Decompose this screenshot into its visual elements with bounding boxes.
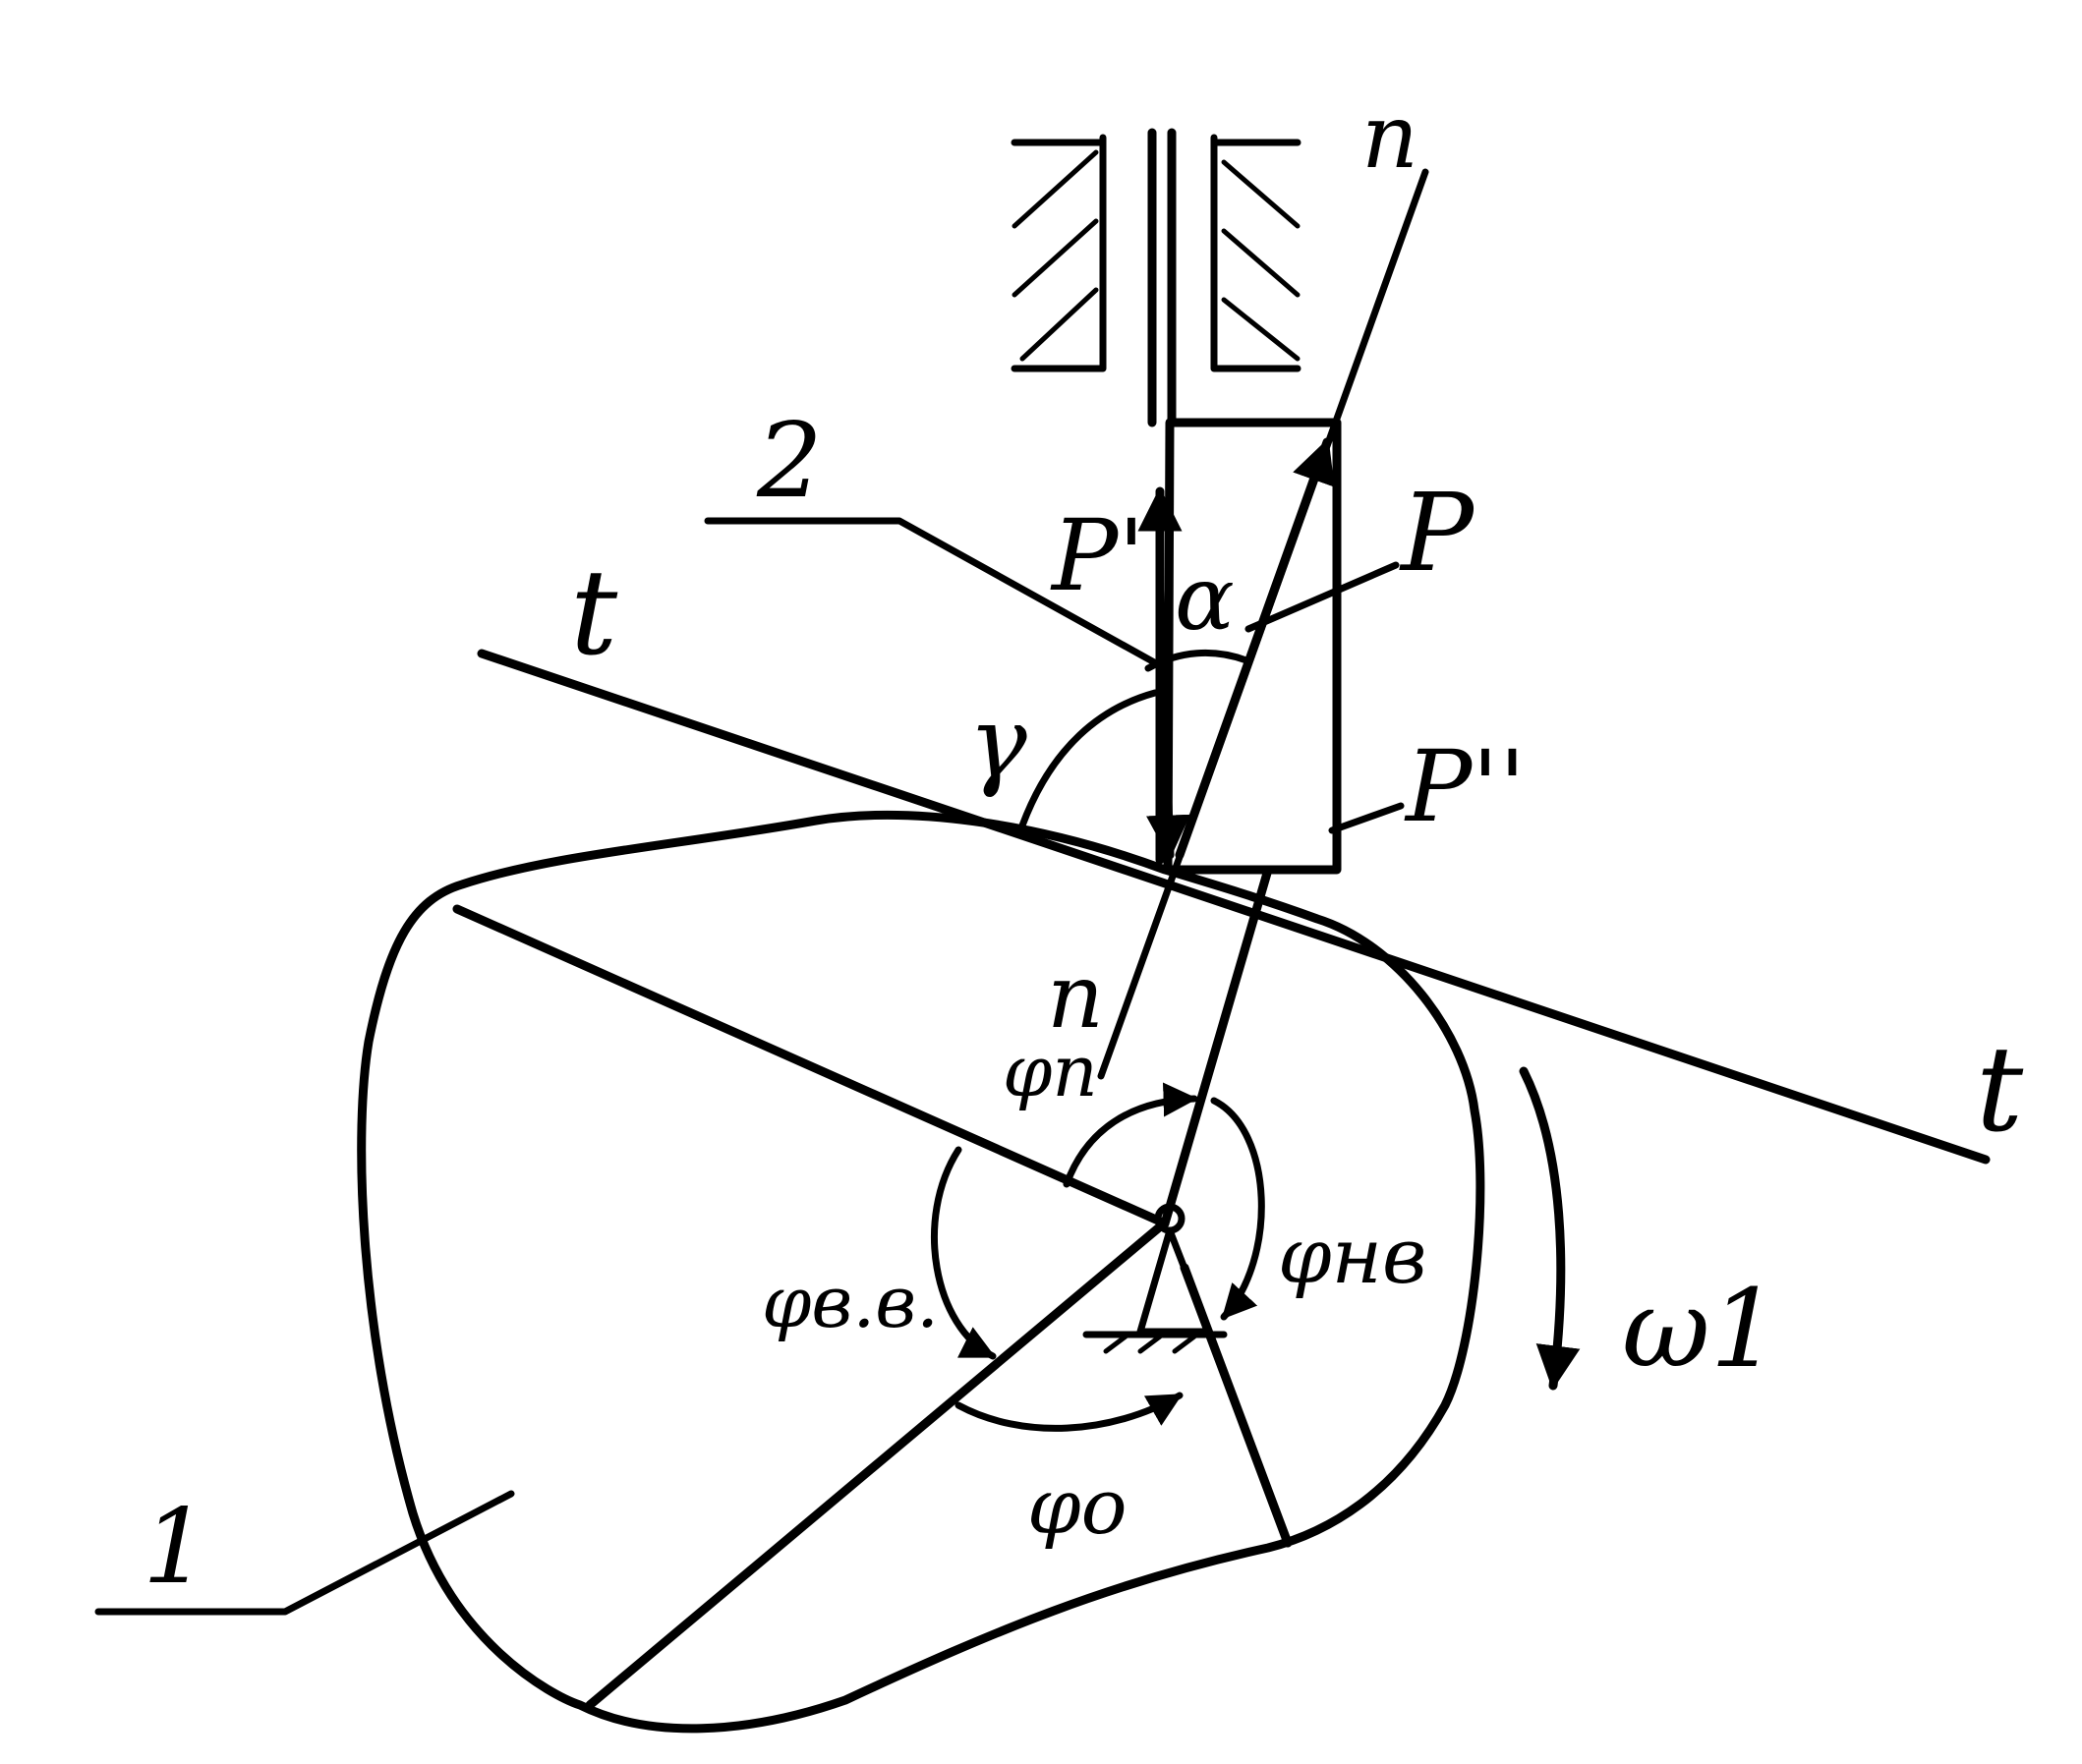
- label-slider: 2: [756, 401, 823, 521]
- label-phi-o: φо: [1027, 1463, 1128, 1552]
- label-phi-nv: φнв: [1278, 1213, 1426, 1301]
- phi-p-arc: [1063, 1082, 1198, 1188]
- phi-vv-arc: [931, 1146, 997, 1360]
- label-force-p-double: P'': [1404, 729, 1526, 844]
- label-gamma: γ: [968, 685, 1027, 800]
- leader-lines: [94, 517, 1405, 1616]
- force-vectors: [1137, 437, 1335, 865]
- force-p-double-arrow: [1146, 585, 1190, 860]
- angle-arcs: [931, 650, 1581, 1432]
- label-normal-top: n: [1361, 85, 1418, 189]
- label-tangent-right: t: [1976, 1022, 2024, 1159]
- label-alpha: α: [1175, 547, 1235, 651]
- label-tangent-left: t: [570, 545, 618, 682]
- label-force-p-prime: P': [1050, 498, 1145, 613]
- label-cam: 1: [143, 1487, 208, 1607]
- force-p-arrow: [1175, 437, 1335, 860]
- label-omega: ω1: [1622, 1266, 1779, 1392]
- phi-o-arc: [954, 1392, 1184, 1432]
- cam-profile: [357, 810, 1485, 1734]
- label-normal-bottom: n: [1047, 945, 1104, 1049]
- label-phi-p: φп: [1003, 1030, 1098, 1112]
- slider-guide: [1011, 134, 1301, 372]
- phi-nv-arc: [1210, 1097, 1265, 1321]
- label-force-p: P: [1399, 470, 1475, 596]
- gamma-arc: [1018, 689, 1159, 829]
- tangent-line: [477, 649, 1991, 1165]
- cam-pivot: [1082, 1203, 1228, 1354]
- omega-arrow: [1519, 1066, 1581, 1391]
- label-phi-vv: φв.в.: [762, 1261, 939, 1343]
